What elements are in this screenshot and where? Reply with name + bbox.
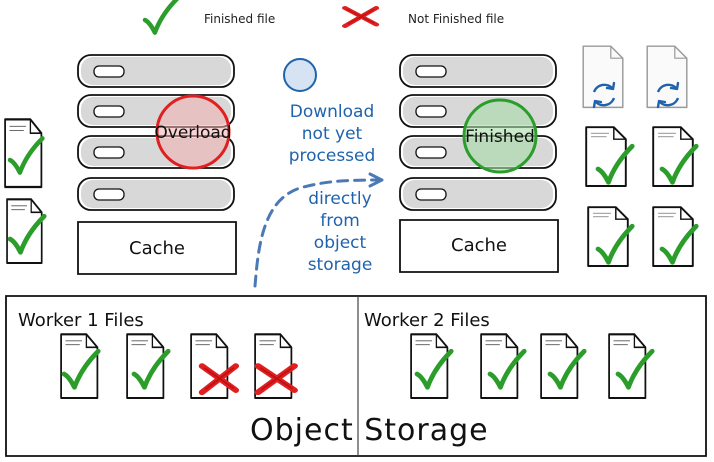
right-cache-label: Cache <box>451 235 507 256</box>
legend-finished-label: Finished file <box>204 12 276 26</box>
legend-not-finished-label: Not Finished file <box>408 12 505 26</box>
left-cache-label: Cache <box>129 238 185 259</box>
note-line-5: from <box>320 211 360 231</box>
note-line-6: object <box>313 233 367 253</box>
note-line-7: storage <box>307 255 373 275</box>
source-note: directly from object storage <box>290 188 390 276</box>
pending-file-1 <box>582 45 624 109</box>
note-line-1: Download <box>289 102 375 122</box>
finished-circle <box>462 98 538 174</box>
pending-file-2 <box>646 45 688 109</box>
overload-label: Overload <box>154 123 232 143</box>
processing-circle-icon <box>283 58 317 92</box>
finished-label: Finished <box>465 127 535 147</box>
right-cache-box <box>399 219 559 273</box>
legend-check-icon <box>145 0 177 33</box>
legend-cross-icon <box>345 8 376 26</box>
right-server-stack <box>399 54 559 273</box>
left-file-2 <box>6 198 43 265</box>
note-line-2: not yet <box>301 124 363 144</box>
overload-circle <box>155 94 231 170</box>
download-note: Download not yet processed <box>276 101 388 167</box>
note-line-4: directly <box>308 189 372 209</box>
left-cache-box <box>77 221 237 275</box>
left-file-1 <box>3 118 43 189</box>
object-storage-title: Object Storage <box>250 413 489 448</box>
download-arrow <box>253 178 382 288</box>
note-line-3: processed <box>288 146 376 166</box>
object-storage-box <box>5 295 707 457</box>
worker1-file-1 <box>60 333 99 400</box>
worker2-label: Worker 2 Files <box>364 310 490 331</box>
left-server-stack <box>77 54 237 275</box>
arrow-head-icon <box>368 172 384 188</box>
worker1-label: Worker 1 Files <box>18 310 144 331</box>
